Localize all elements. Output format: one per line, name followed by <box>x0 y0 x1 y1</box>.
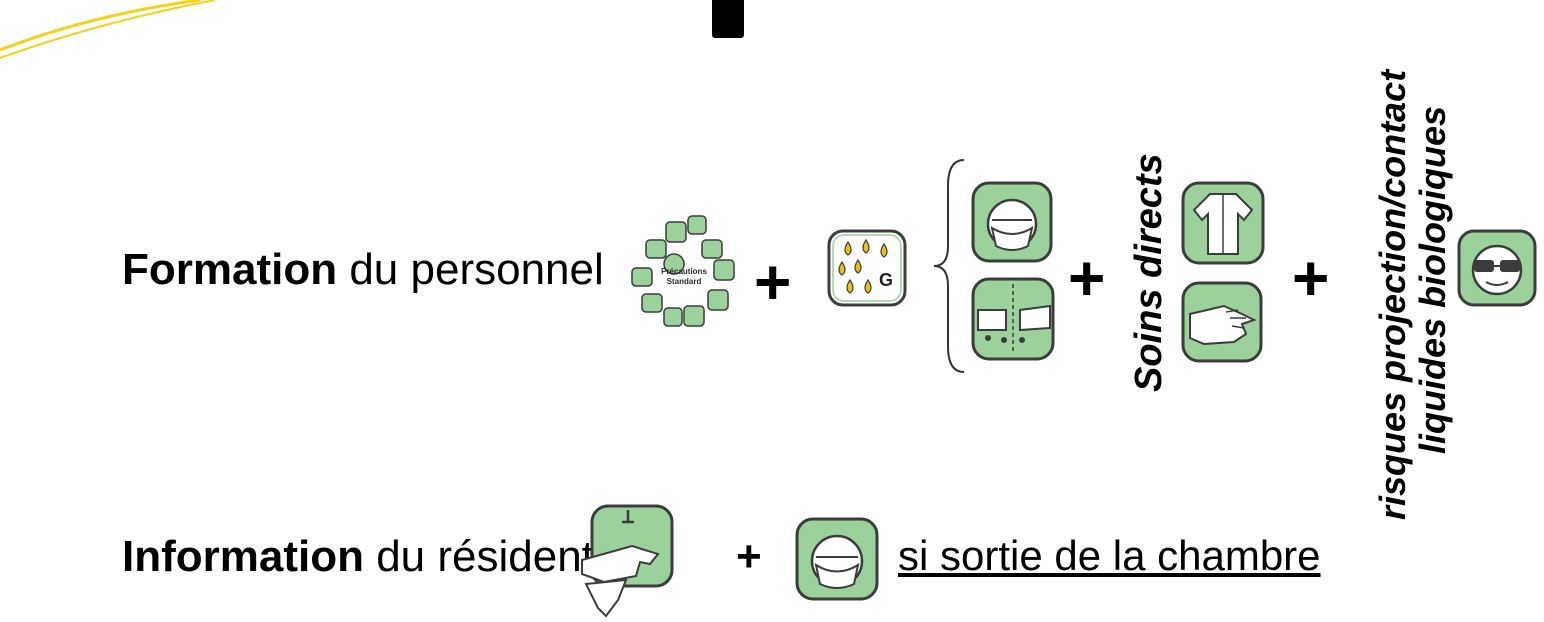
direct-care-label: Soins directs <box>1128 153 1170 392</box>
droplet-letter: G <box>879 270 893 290</box>
resident-info-line: Information du résident <box>122 532 594 582</box>
droplets-icon: G <box>827 229 907 307</box>
mask-icon <box>971 181 1053 263</box>
resident-info-bold: Information <box>122 532 364 581</box>
gown-icon <box>1181 181 1265 265</box>
staff-training-bold: Formation <box>122 245 338 294</box>
gloves-icon <box>1181 281 1263 363</box>
standard-precautions-label-1: Précautions <box>661 267 707 276</box>
room-exit-condition: si sortie de la chambre <box>898 532 1321 579</box>
curly-brace <box>933 159 965 373</box>
bio-risk-label-line1: risques projection/contact <box>1372 69 1413 520</box>
bio-risk-label-line2: liquides biologiques <box>1412 105 1453 454</box>
standard-precautions-label-2: Standard <box>667 277 702 286</box>
hand-rub-icon <box>581 504 674 618</box>
plus-sign-3: + <box>1292 242 1330 314</box>
decorative-curves <box>0 0 216 59</box>
plus-sign-1: + <box>754 246 792 318</box>
goggles-icon <box>1457 229 1537 307</box>
mask-icon-resident <box>795 517 879 601</box>
standard-precautions-icon: Précautions Standard <box>631 215 735 327</box>
hand-hygiene-icon <box>971 277 1055 361</box>
title-fragment <box>712 0 744 38</box>
plus-sign-2: + <box>1068 242 1106 314</box>
resident-info-rest: du résident <box>363 532 594 581</box>
plus-sign-4: + <box>736 532 762 581</box>
staff-training-rest: du personnel <box>337 245 604 294</box>
staff-training-line: Formation du personnel <box>122 245 604 295</box>
